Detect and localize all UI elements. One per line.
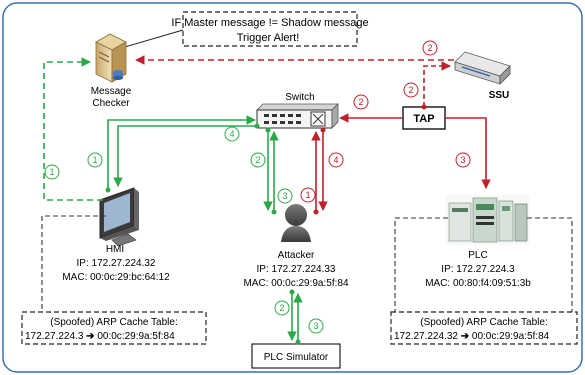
arp-right-mac: 00:0c:29:9a:5f:84 bbox=[472, 331, 550, 342]
svg-text:1: 1 bbox=[49, 167, 54, 177]
flow-tap-to-plc bbox=[445, 117, 491, 189]
arp-left-title: (Spoofed) ARP Cache Table: bbox=[50, 317, 178, 328]
hmi-name: HMI bbox=[106, 244, 124, 255]
step-badge: 3 bbox=[455, 152, 471, 168]
step-badge: 3 bbox=[308, 318, 324, 334]
alert-box: IF Master message != Shadow message Trig… bbox=[171, 11, 369, 47]
attacker-name: Attacker bbox=[278, 250, 315, 261]
svg-text:2: 2 bbox=[279, 303, 284, 313]
arp-table-left: (Spoofed) ARP Cache Table: 172.27.224.3 … bbox=[21, 311, 207, 345]
flow-hmi-to-checker bbox=[43, 57, 103, 201]
monitor-icon bbox=[99, 187, 139, 247]
ssu-icon bbox=[454, 51, 511, 85]
attacker-icon bbox=[281, 204, 311, 242]
tap-label: TAP bbox=[413, 113, 434, 125]
attacker-mac: MAC: 00:0c:29:9a:5f:84 bbox=[243, 278, 349, 289]
arp-right-arrow: ➔ bbox=[461, 331, 470, 342]
flow-hmi-to-switch bbox=[107, 115, 256, 190]
svg-text:1: 1 bbox=[305, 190, 310, 200]
svg-text:1: 1 bbox=[92, 155, 97, 165]
message-checker-label-1: Message bbox=[91, 86, 132, 97]
step-badge: 1 bbox=[87, 152, 103, 168]
arp-left-arrow: ➔ bbox=[86, 331, 95, 342]
plc-icon bbox=[445, 195, 530, 245]
step-badge: 2 bbox=[353, 94, 369, 110]
arp-right-title: (Spoofed) ARP Cache Table: bbox=[420, 317, 548, 328]
plc-mac: MAC: 00:80:f4:09:51:3b bbox=[425, 278, 531, 289]
step-badge: 4 bbox=[328, 152, 344, 168]
switch-label: Switch bbox=[285, 92, 314, 103]
svg-text:4: 4 bbox=[229, 129, 234, 139]
svg-text:2: 2 bbox=[255, 155, 260, 165]
arp-connectors bbox=[41, 215, 573, 312]
svg-text:2: 2 bbox=[408, 85, 413, 95]
step-badge: 3 bbox=[277, 188, 293, 204]
step-badge: 1 bbox=[300, 187, 316, 203]
switch-icon bbox=[256, 103, 339, 129]
arp-right-entry: 172.27.224.32 ➔ 00:0c:29:9a:5f:84 bbox=[394, 331, 550, 342]
plc-name: PLC bbox=[468, 250, 487, 261]
svg-text:2: 2 bbox=[358, 97, 363, 107]
step-badge: 2 bbox=[422, 40, 438, 56]
step-badge: 2 bbox=[250, 152, 266, 168]
svg-text:2: 2 bbox=[427, 43, 432, 53]
arp-left-mac: 00:0c:29:9a:5f:84 bbox=[97, 331, 175, 342]
alert-callout-line bbox=[124, 29, 184, 48]
flow-switch-to-hmi bbox=[113, 125, 257, 187]
attacker-ip: IP: 172.27.224.33 bbox=[257, 264, 336, 275]
arp-table-right: (Spoofed) ARP Cache Table: 172.27.224.32… bbox=[390, 311, 578, 345]
ssu-label: SSU bbox=[489, 90, 510, 101]
svg-text:3: 3 bbox=[313, 321, 318, 331]
step-badge: 2 bbox=[274, 300, 290, 316]
plc-simulator-box: PLC Simulator bbox=[251, 343, 341, 369]
flow-tap-to-ssu bbox=[423, 61, 451, 107]
svg-text:3: 3 bbox=[460, 155, 465, 165]
step-badge: 4 bbox=[224, 126, 240, 142]
server-icon bbox=[95, 33, 127, 83]
alert-line-2: Trigger Alert! bbox=[237, 32, 300, 44]
plc-simulator-label: PLC Simulator bbox=[264, 352, 329, 363]
message-checker-label-2: Checker bbox=[92, 98, 130, 109]
tap-box: TAP bbox=[402, 106, 446, 130]
arp-right-ip: 172.27.224.32 bbox=[394, 331, 458, 342]
plc-ip: IP: 172.27.224.3 bbox=[441, 264, 515, 275]
svg-text:3: 3 bbox=[282, 191, 287, 201]
step-badge: 1 bbox=[44, 164, 60, 180]
alert-line-1: IF Master message != Shadow message bbox=[171, 17, 368, 29]
step-badge: 2 bbox=[403, 82, 419, 98]
svg-text:4: 4 bbox=[333, 155, 338, 165]
arp-left-ip: 172.27.224.3 bbox=[25, 331, 84, 342]
arp-left-entry: 172.27.224.3 ➔ 00:0c:29:9a:5f:84 bbox=[25, 331, 175, 342]
hmi-mac: MAC: 00:0c:29:bc:64:12 bbox=[62, 272, 170, 283]
hmi-ip: IP: 172.27.224.32 bbox=[77, 258, 156, 269]
